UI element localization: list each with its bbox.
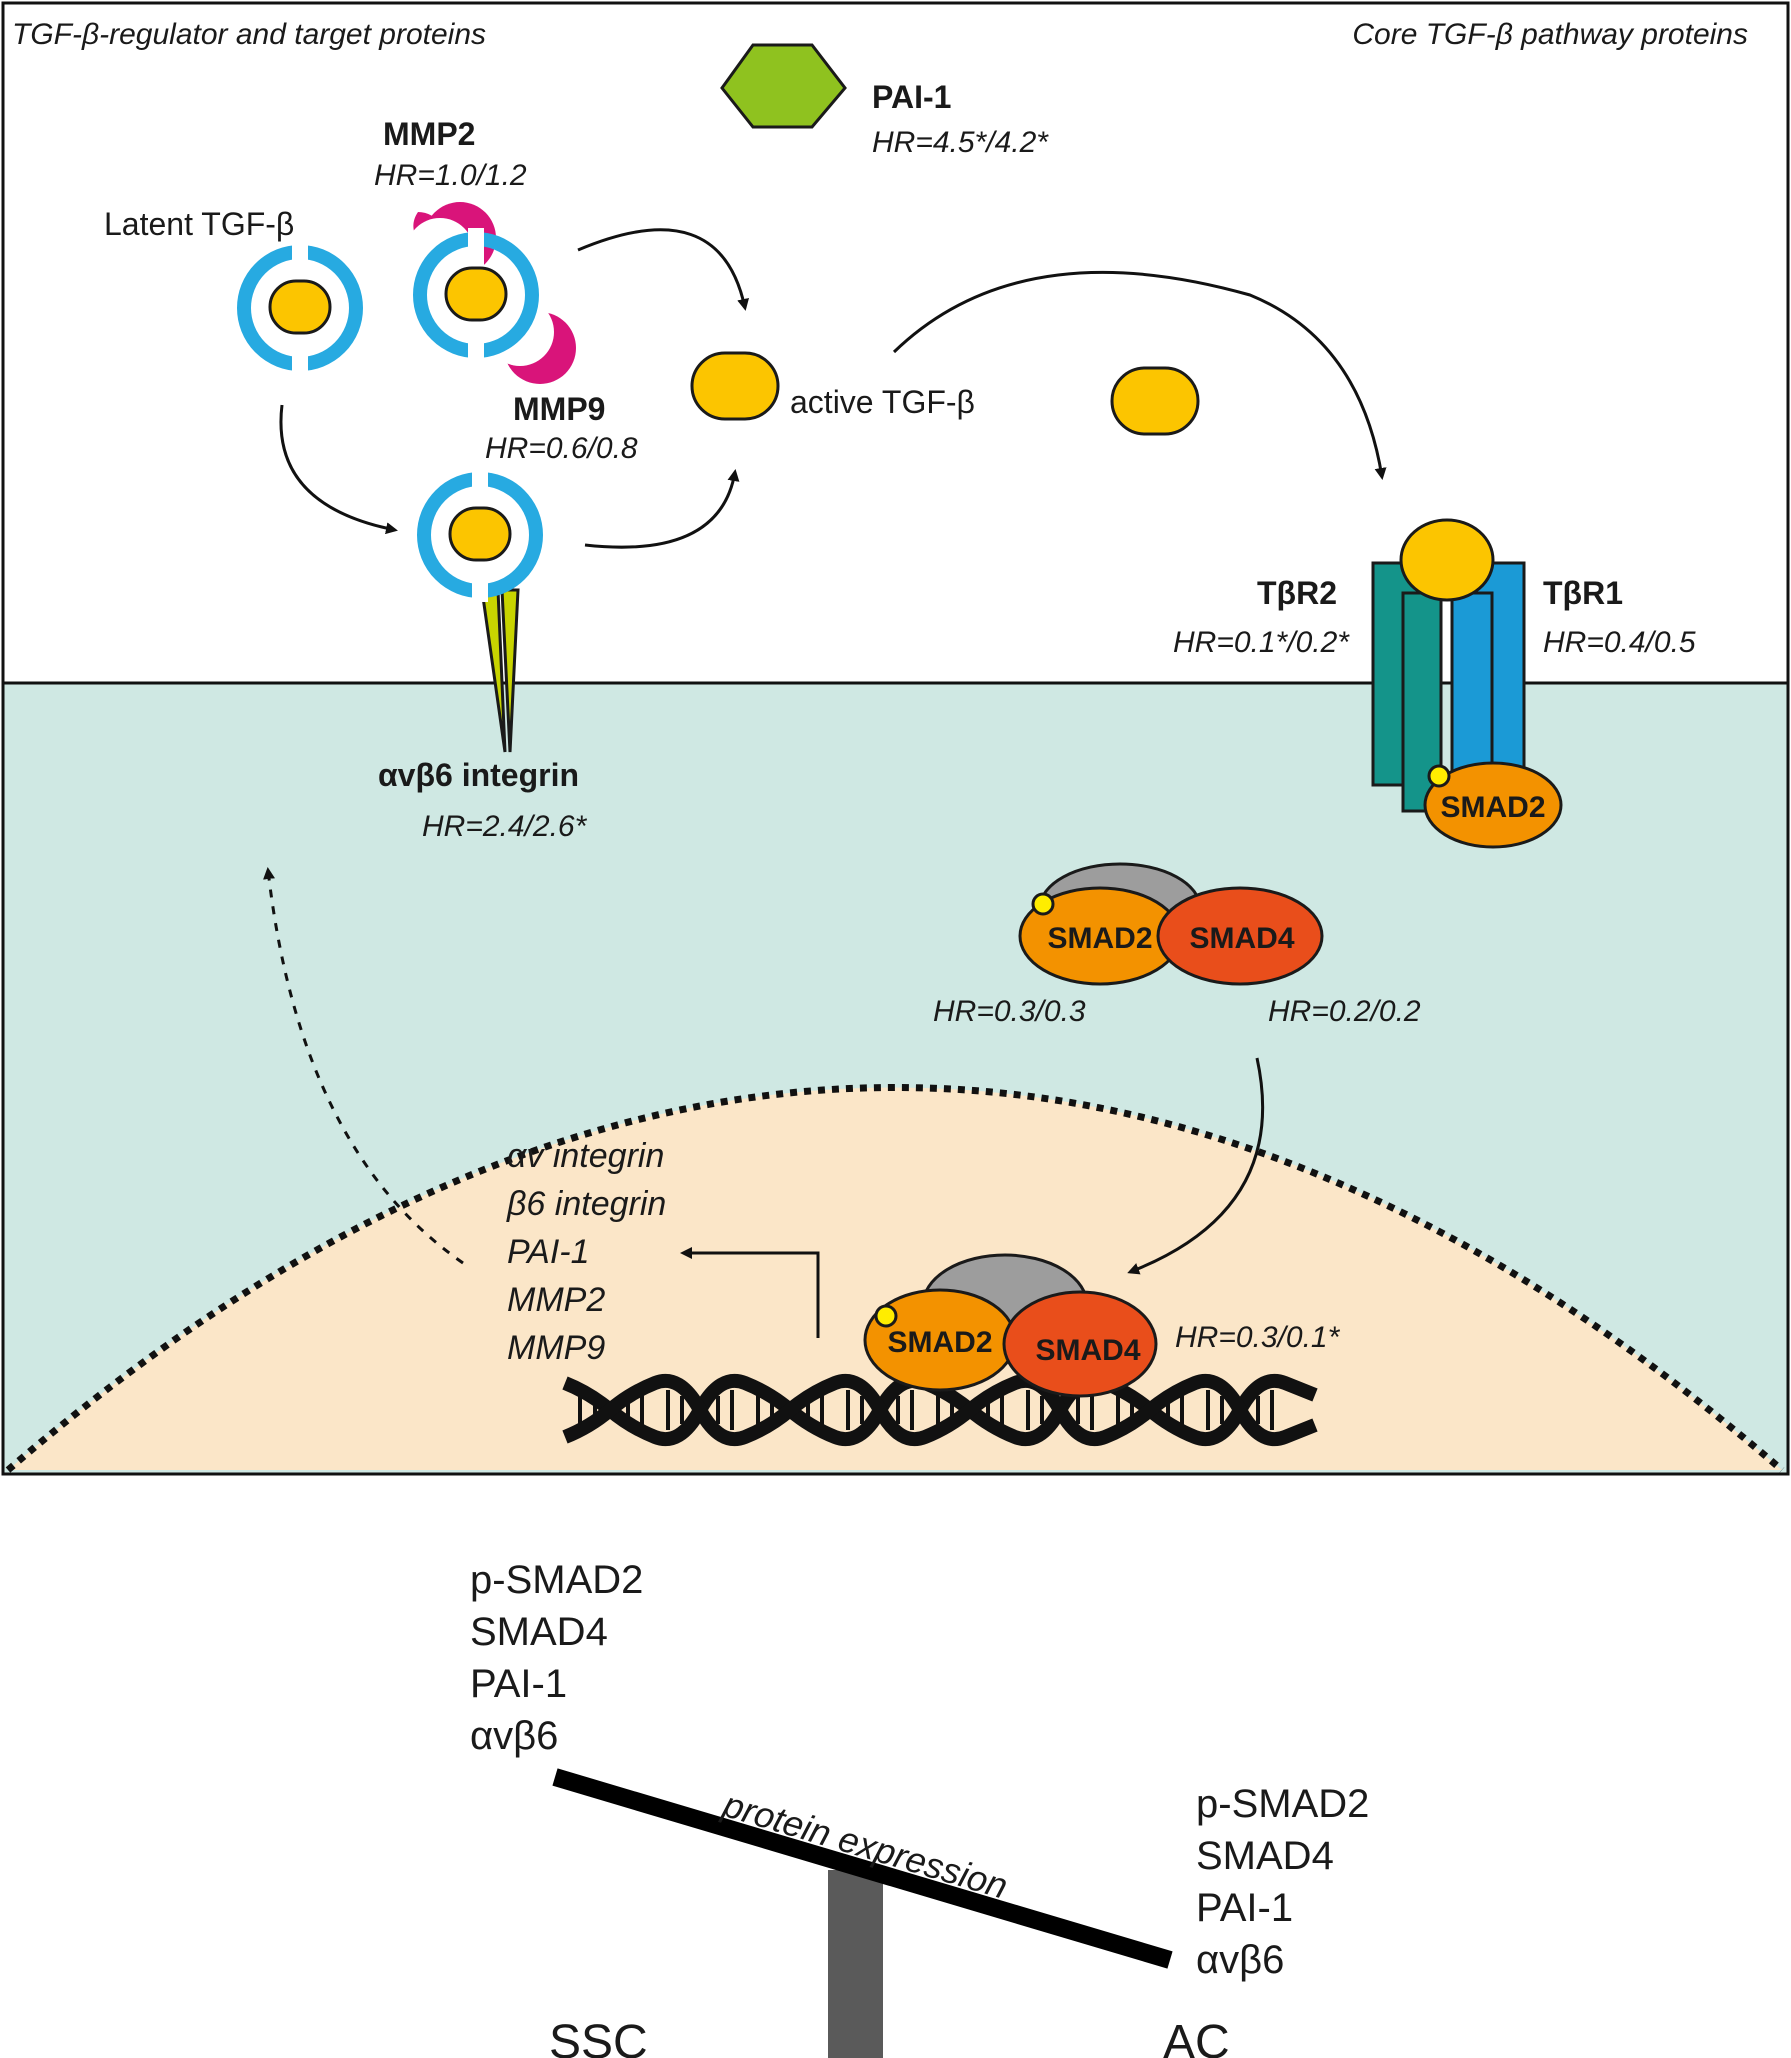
integrin-bound-latent-tgfb xyxy=(417,468,543,753)
right-list-item: SMAD4 xyxy=(1196,1834,1334,1878)
active-tgfb-label: active TGF-β xyxy=(790,384,975,420)
pai1-hexagon xyxy=(720,43,847,129)
left-list-item: p-SMAD2 xyxy=(470,1558,643,1602)
target-gene: β6 integrin xyxy=(506,1185,666,1223)
cyto-smad4-hr: HR=0.2/0.2 xyxy=(1268,995,1421,1028)
mmp-cleaved-latent-tgfb xyxy=(406,202,576,384)
ac-label: AC xyxy=(1163,2016,1230,2058)
cyto-smad4-label: SMAD4 xyxy=(1189,922,1294,955)
left-list-item: SMAD4 xyxy=(470,1610,608,1654)
target-gene: αv integrin xyxy=(507,1137,664,1175)
seesaw-beam xyxy=(552,1768,1173,1969)
cytoplasmic-smad-complex: SMAD2 SMAD4 xyxy=(1018,862,1324,986)
receptor-complex: SMAD2 xyxy=(1371,518,1563,849)
dna-helix xyxy=(562,1373,1318,1447)
target-gene: PAI-1 xyxy=(507,1233,590,1271)
fulcrum xyxy=(828,1870,883,2058)
latent-tgfb-label: Latent TGF-β xyxy=(104,206,294,242)
right-list-item: PAI-1 xyxy=(1196,1886,1293,1930)
pathway-arrows xyxy=(263,228,1387,1338)
mmp9-hr: HR=0.6/0.8 xyxy=(485,432,638,465)
receptor-smad2 xyxy=(1423,761,1563,849)
target-gene: MMP2 xyxy=(507,1281,605,1319)
receptor-smad2-label: SMAD2 xyxy=(1440,791,1545,824)
right-title: Core TGF-β pathway proteins xyxy=(1352,18,1748,51)
integrin-label: αvβ6 integrin xyxy=(378,757,579,793)
left-title: TGF-β-regulator and target proteins xyxy=(12,18,486,51)
nuclear-smad-complex: SMAD2 SMAD4 xyxy=(863,1253,1158,1398)
right-list-item: p-SMAD2 xyxy=(1196,1782,1369,1826)
nuc-complex-hr: HR=0.3/0.1* xyxy=(1175,1321,1341,1354)
free-tgfb xyxy=(1110,366,1200,436)
nuc-smad2-label: SMAD2 xyxy=(887,1326,992,1359)
left-expression-list: p-SMAD2 SMAD4 PAI-1 αvβ6 xyxy=(470,1558,643,1758)
phosphate xyxy=(1427,764,1451,788)
cyto-smad2-hr: HR=0.3/0.3 xyxy=(933,995,1086,1028)
right-expression-list: p-SMAD2 SMAD4 PAI-1 αvβ6 xyxy=(1196,1782,1369,1982)
right-list-item: αvβ6 xyxy=(1196,1938,1284,1982)
bound-tgfb xyxy=(1399,518,1495,602)
cyto-smad2-label: SMAD2 xyxy=(1047,922,1152,955)
tbr2-hr: HR=0.1*/0.2* xyxy=(1173,626,1350,659)
tbr2-label: TβR2 xyxy=(1257,575,1337,611)
diagram-frame xyxy=(1,1,1790,1476)
left-list-item: αvβ6 xyxy=(470,1714,558,1758)
mmp2-label: MMP2 xyxy=(383,116,475,152)
nuclear-membrane xyxy=(5,1084,1785,1473)
target-gene-list: αv integrin β6 integrin PAI-1 MMP2 MMP9 xyxy=(506,1137,666,1367)
pai1-label: PAI-1 xyxy=(872,79,951,115)
nuc-smad4-label: SMAD4 xyxy=(1035,1334,1140,1367)
integrin-hr: HR=2.4/2.6* xyxy=(422,810,588,843)
left-list-item: PAI-1 xyxy=(470,1662,567,1706)
mmp2-hr: HR=1.0/1.2 xyxy=(374,159,527,192)
target-gene: MMP9 xyxy=(507,1329,605,1367)
pai1-hr: HR=4.5*/4.2* xyxy=(872,126,1049,159)
tbr1-label: TβR1 xyxy=(1543,575,1623,611)
mmp9-label: MMP9 xyxy=(513,391,605,427)
ssc-label: SSC xyxy=(549,2016,648,2058)
latent-tgfb-complex xyxy=(237,240,363,376)
tbr1-hr: HR=0.4/0.5 xyxy=(1543,626,1696,659)
active-tgfb xyxy=(690,351,780,421)
